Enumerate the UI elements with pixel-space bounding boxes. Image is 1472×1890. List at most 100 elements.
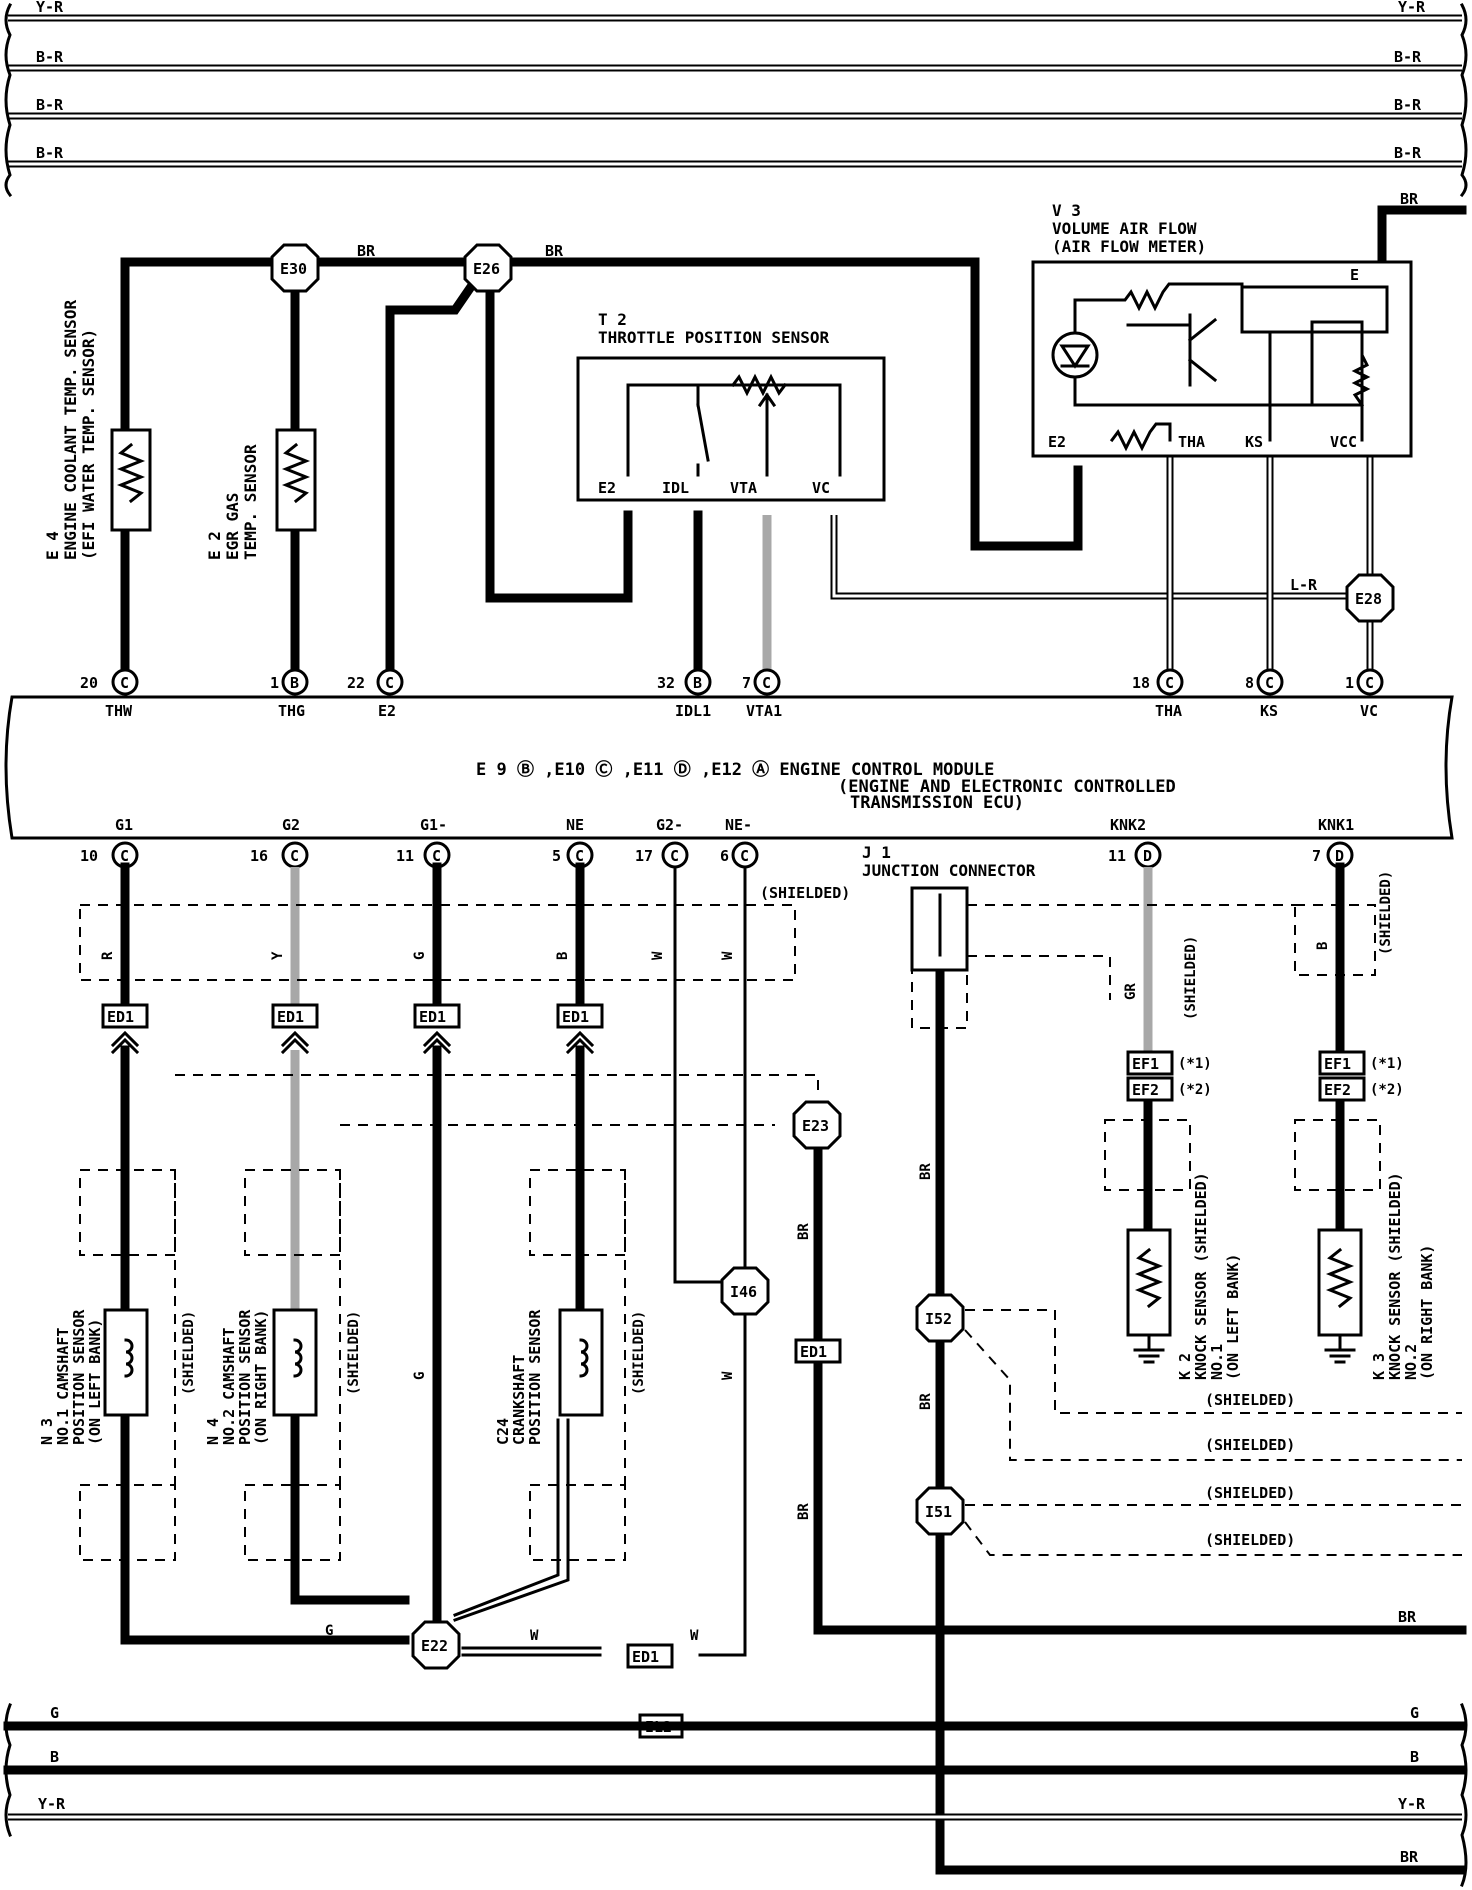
svg-text:KNK2: KNK2 bbox=[1110, 816, 1146, 834]
svg-text:11: 11 bbox=[396, 847, 414, 865]
svg-text:ED1: ED1 bbox=[277, 1008, 304, 1026]
svg-text:10: 10 bbox=[80, 847, 98, 865]
bus-label-yr-right-2: Y-R bbox=[1398, 1795, 1426, 1813]
svg-text:(SHIELDED): (SHIELDED) bbox=[1378, 871, 1394, 955]
svg-text:C: C bbox=[575, 847, 584, 865]
connectors-ef: EF1 EF2 EF1 EF2 (*1) (*2) (*1) (*2) bbox=[1126, 1050, 1404, 1102]
svg-text:EF1: EF1 bbox=[1324, 1055, 1351, 1073]
svg-text:NE-: NE- bbox=[725, 816, 752, 834]
svg-text:BR: BR bbox=[796, 1503, 812, 1520]
splice-e28: E28 bbox=[1345, 573, 1395, 623]
e2-code: E 2 bbox=[205, 531, 224, 560]
svg-text:(*1): (*1) bbox=[1178, 1056, 1212, 1072]
svg-text:ED1: ED1 bbox=[107, 1008, 134, 1026]
svg-text:B: B bbox=[290, 674, 299, 692]
svg-text:I52: I52 bbox=[925, 1310, 952, 1328]
svg-text:THA: THA bbox=[1155, 702, 1182, 720]
svg-text:VCC: VCC bbox=[1330, 433, 1357, 451]
connectors-ed1: ED1 ED1 ED1 ED1 ED1 ED1 bbox=[101, 1003, 842, 1669]
svg-text:D: D bbox=[1143, 847, 1152, 865]
svg-text:EF2: EF2 bbox=[1324, 1081, 1351, 1099]
svg-text:JUNCTION CONNECTOR: JUNCTION CONNECTOR bbox=[862, 861, 1036, 880]
shielded-label-2: (SHIELDED) bbox=[1205, 1391, 1295, 1409]
svg-text:G: G bbox=[412, 1372, 428, 1380]
sensor-t2: T 2 THROTTLE POSITION SENSOR E2 IDL VTA … bbox=[576, 310, 886, 502]
v3-sub: (AIR FLOW METER) bbox=[1052, 237, 1206, 256]
svg-text:C: C bbox=[740, 847, 749, 865]
svg-text:C24: C24 bbox=[494, 1418, 512, 1445]
svg-text:NO.2: NO.2 bbox=[1402, 1344, 1420, 1380]
svg-text:K 3: K 3 bbox=[1370, 1353, 1388, 1380]
bus-label-br3-left: B-R bbox=[36, 144, 64, 162]
svg-text:E30: E30 bbox=[280, 260, 307, 278]
svg-text:NE: NE bbox=[566, 816, 584, 834]
lower-wiring: R Y G B W W G W BR BR BR BR G W W GR B B… bbox=[100, 862, 1467, 1875]
splice-i52: I52 bbox=[915, 1293, 965, 1343]
svg-text:(*2): (*2) bbox=[1370, 1082, 1404, 1098]
bus-label-g-left: G bbox=[50, 1704, 59, 1722]
svg-text:1: 1 bbox=[1345, 674, 1354, 692]
svg-text:N 4: N 4 bbox=[204, 1418, 222, 1445]
svg-text:G1-: G1- bbox=[420, 816, 447, 834]
svg-text:(SHIELDED): (SHIELDED) bbox=[1183, 936, 1199, 1020]
sensor-c24: C24 CRANKSHAFT POSITION SENSOR bbox=[494, 1308, 604, 1445]
svg-text:C: C bbox=[385, 674, 394, 692]
bus-label-br3-right: B-R bbox=[1394, 144, 1422, 162]
wire-label-br-2: BR bbox=[545, 242, 564, 260]
svg-text:G1: G1 bbox=[115, 816, 133, 834]
svg-text:VTA: VTA bbox=[730, 479, 757, 497]
svg-text:18: 18 bbox=[1132, 674, 1150, 692]
svg-text:NO.1 CAMSHAFT: NO.1 CAMSHAFT bbox=[54, 1328, 72, 1445]
svg-text:7: 7 bbox=[1312, 847, 1321, 865]
ecm-pin-g1-minus: G1- C 11 bbox=[396, 816, 451, 869]
svg-text:IDL1: IDL1 bbox=[675, 702, 711, 720]
svg-text:16: 16 bbox=[250, 847, 268, 865]
sensor-n3: N 3 NO.1 CAMSHAFT POSITION SENSOR (ON LE… bbox=[38, 1308, 149, 1445]
svg-text:C: C bbox=[290, 847, 299, 865]
wire-label-br-3: BR bbox=[1400, 190, 1419, 208]
svg-text:BR: BR bbox=[1398, 1608, 1417, 1626]
svg-text:6: 6 bbox=[720, 847, 729, 865]
sensor-e4: E 4 ENGINE COOLANT TEMP. SENSOR (EFI WAT… bbox=[43, 300, 152, 560]
splice-e22: E22 bbox=[411, 1620, 461, 1670]
svg-text:B: B bbox=[1315, 942, 1331, 950]
svg-text:W: W bbox=[650, 951, 666, 960]
svg-text:THW: THW bbox=[105, 702, 133, 720]
e2-name: EGR GAS bbox=[223, 493, 242, 560]
svg-text:C: C bbox=[432, 847, 441, 865]
svg-text:BR: BR bbox=[918, 1163, 934, 1180]
t2-name: THROTTLE POSITION SENSOR bbox=[598, 328, 830, 347]
splice-i51: I51 bbox=[915, 1486, 965, 1536]
svg-text:B: B bbox=[693, 674, 702, 692]
svg-text:W: W bbox=[530, 1628, 539, 1644]
svg-text:(ON RIGHT BANK): (ON RIGHT BANK) bbox=[252, 1310, 270, 1445]
svg-text:BR: BR bbox=[796, 1223, 812, 1240]
svg-text:J 1: J 1 bbox=[862, 843, 891, 862]
svg-text:C: C bbox=[1165, 674, 1174, 692]
bottom-bus-lines: G G B B Y-R Y-R BR bbox=[3, 1703, 1468, 1887]
svg-text:C: C bbox=[670, 847, 679, 865]
svg-text:EF1: EF1 bbox=[1132, 1055, 1159, 1073]
svg-text:W: W bbox=[720, 1371, 736, 1380]
svg-text:KS: KS bbox=[1260, 702, 1278, 720]
svg-text:KS: KS bbox=[1245, 433, 1263, 451]
svg-text:B: B bbox=[555, 952, 571, 960]
svg-text:(ON LEFT BANK): (ON LEFT BANK) bbox=[86, 1319, 104, 1445]
svg-text:POSITION SENSOR: POSITION SENSOR bbox=[236, 1309, 254, 1445]
wire-label-br-1: BR bbox=[357, 242, 376, 260]
e4-name: ENGINE COOLANT TEMP. SENSOR bbox=[61, 300, 80, 560]
sensor-e2: E 2 EGR GAS TEMP. SENSOR bbox=[205, 428, 317, 560]
svg-text:POSITION SENSOR: POSITION SENSOR bbox=[526, 1309, 544, 1445]
bus-label-b-right: B bbox=[1410, 1748, 1419, 1766]
svg-text:R: R bbox=[100, 951, 116, 960]
